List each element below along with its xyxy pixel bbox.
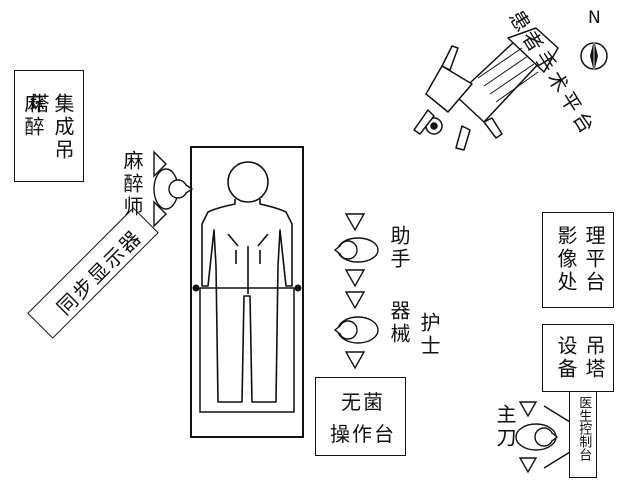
compass-icon — [580, 40, 608, 72]
anesthesia-tower-box: 集成吊塔 麻醉 — [14, 70, 84, 182]
instrument-nurse-label-line2: 护士 — [417, 312, 441, 358]
compass-north-label: N — [588, 8, 601, 28]
sync-display-label: 同步显示器 — [51, 224, 147, 320]
assistant-label: 助手 — [387, 225, 411, 271]
anesthesia-tower-label-line2: 集成吊塔 — [26, 93, 75, 162]
equipment-tower-box: 设备 吊塔 — [542, 324, 614, 392]
equipment-tower-label-line2: 吊塔 — [582, 335, 606, 381]
patient-figure — [201, 161, 293, 403]
sync-display-box: 同步显示器 — [27, 207, 159, 339]
doctor-console-label: 医生控制台 — [576, 396, 592, 461]
doctor-console-box: 医生控制台 — [569, 390, 597, 478]
anesthesia-tower-label-line1: 麻醉 — [21, 93, 45, 139]
robot-cart-icon — [413, 27, 559, 151]
surgeon-figure — [515, 401, 571, 474]
sterile-table-box: 无菌 操作台 — [315, 377, 406, 456]
imaging-platform-label-line1: 影像处 — [554, 225, 578, 294]
anesthesiologist-figure — [153, 150, 194, 228]
imaging-platform-label-line2: 理平台 — [582, 225, 606, 294]
sterile-table-label-line1: 无菌 — [341, 390, 385, 414]
assistant-figure — [334, 213, 379, 288]
instrument-nurse-figure — [334, 291, 379, 370]
instrument-nurse-label-line1: 器械 — [387, 300, 411, 346]
imaging-platform-box: 影像处 理平台 — [542, 212, 614, 308]
sterile-table-label-line2: 操作台 — [330, 422, 396, 446]
anesthesiologist-label: 麻醉师 — [120, 150, 144, 219]
operating-table — [190, 146, 304, 438]
equipment-tower-label-line1: 设备 — [554, 335, 578, 381]
surgeon-label: 主刀 — [493, 404, 517, 450]
